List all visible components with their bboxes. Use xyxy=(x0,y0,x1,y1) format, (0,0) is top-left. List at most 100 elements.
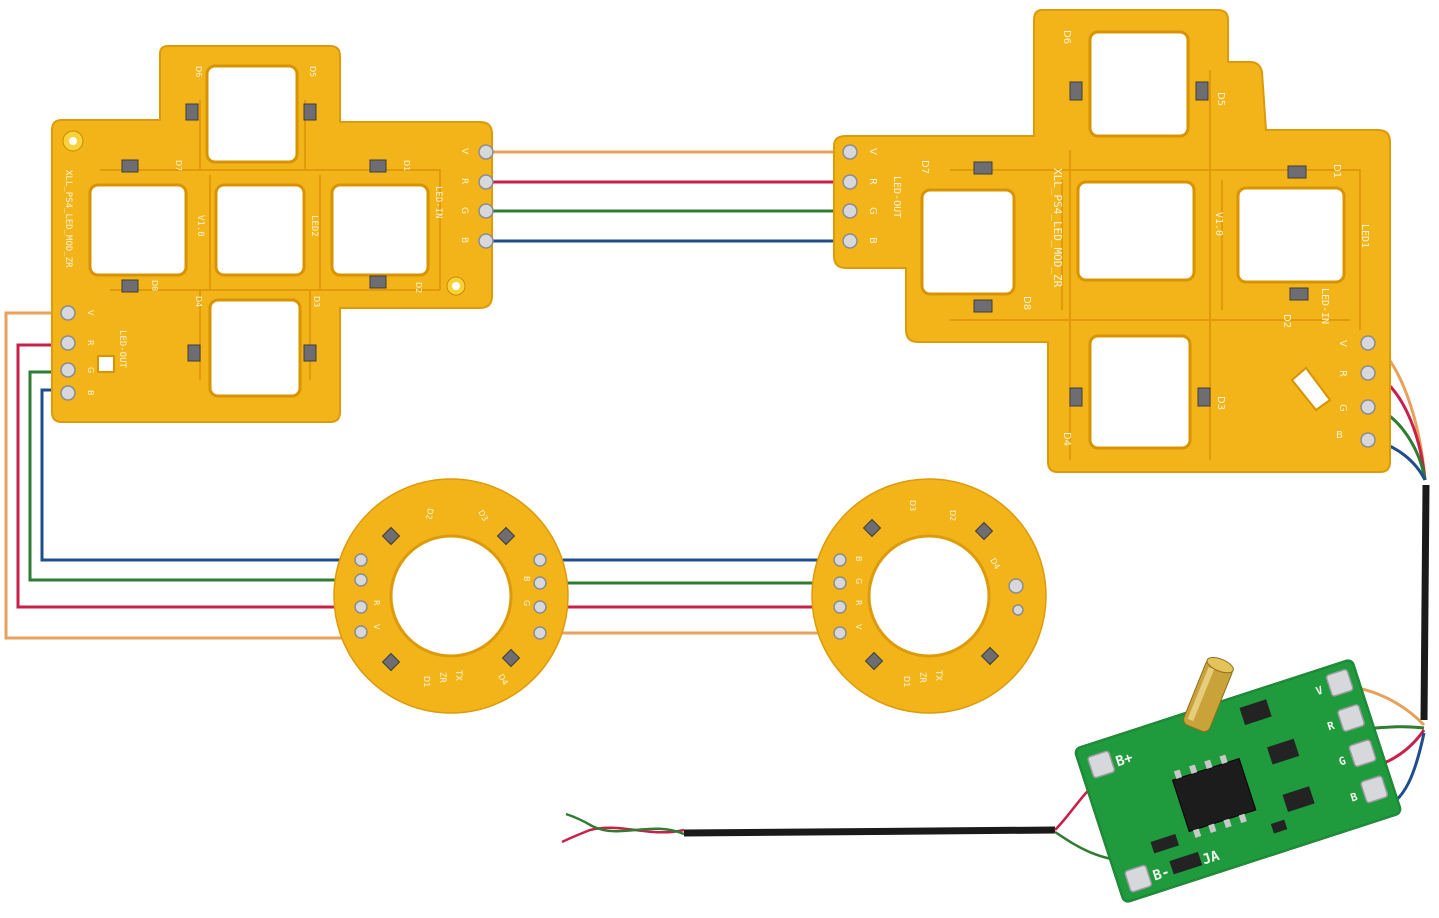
pin-label: G xyxy=(522,600,531,606)
left-board-title: XLL_PS4_LED_MOD_ZR xyxy=(63,170,73,268)
cutout-arrow xyxy=(1290,366,1332,412)
right-out-header xyxy=(842,144,858,249)
controller-board: B+ B- JA V R G B xyxy=(1074,659,1402,903)
wire-r-left xyxy=(16,343,360,609)
pin-label: V xyxy=(459,148,469,155)
led-chip xyxy=(121,279,139,293)
ring-tag: TX xyxy=(453,670,463,681)
led-chip xyxy=(1195,81,1209,101)
led-chip xyxy=(1289,287,1309,301)
cutout-right xyxy=(330,183,430,277)
led-ref: D4 xyxy=(194,296,203,307)
pin-label: R xyxy=(86,340,95,346)
led-chip xyxy=(369,159,387,173)
pin-label: V xyxy=(867,148,878,155)
led-chip xyxy=(1287,165,1307,179)
pin-label: R xyxy=(867,178,878,185)
led-chip xyxy=(1197,387,1211,407)
led-chip xyxy=(187,344,201,362)
pin-label: V xyxy=(1314,684,1325,699)
pad-b-minus: B- xyxy=(1151,864,1172,884)
cutout-left xyxy=(88,183,188,277)
cutout-center xyxy=(214,183,306,277)
led-ref: D8 xyxy=(150,280,159,291)
right-led-group xyxy=(973,81,1309,407)
led-chip xyxy=(980,646,1000,666)
cutout-up xyxy=(205,64,299,164)
right-buttons-board: XLL_PS4_LED_MOD_ZR V1.0 LED1 LED-OUT LED… xyxy=(833,9,1391,473)
led-ref: D7 xyxy=(919,160,930,174)
ic-chip xyxy=(1171,757,1257,833)
led-ref: D2 xyxy=(1281,314,1292,328)
led-chip xyxy=(381,526,401,546)
led-chip xyxy=(381,652,401,672)
cutout-down xyxy=(208,298,302,398)
left-board-in-header: LED-IN xyxy=(433,186,443,219)
led-chip xyxy=(864,651,884,671)
pad-b-plus: B+ xyxy=(1114,750,1135,770)
led-ref: D2 xyxy=(414,282,423,293)
cutout-center xyxy=(1076,180,1196,282)
left-in-header xyxy=(478,144,494,249)
ring-pads-right xyxy=(1008,578,1024,616)
pin-label: G xyxy=(854,578,863,584)
pin-label: R xyxy=(854,600,863,606)
right-board-version: V1.0 xyxy=(1213,212,1224,236)
right-board-led-label: LED1 xyxy=(1359,224,1370,248)
led-chip xyxy=(303,103,317,121)
left-dpad-board: XLL_PS4_LED_MOD_ZR V1.0 LED2 LED-IN LED-… xyxy=(51,45,494,423)
ring-pads-left xyxy=(354,553,368,639)
ring-ref: D3 xyxy=(908,500,917,511)
left-out-header xyxy=(60,305,76,401)
ring-pads-right xyxy=(533,553,547,640)
led-chip xyxy=(1069,81,1083,101)
power-cable xyxy=(683,826,1056,837)
pin-label: B xyxy=(459,237,469,243)
pin-label: B xyxy=(522,576,531,582)
capacitor-cylinder xyxy=(1183,656,1234,733)
pin-label: G xyxy=(86,367,95,373)
led-ref: D4 xyxy=(1061,432,1072,446)
pin-label: B xyxy=(1349,790,1360,805)
led-chip xyxy=(862,518,882,538)
led-chip xyxy=(369,275,387,289)
led-chip xyxy=(1069,387,1083,407)
left-board-out-header: LED-OUT xyxy=(117,330,127,369)
led-ref: D6 xyxy=(194,66,203,77)
led-chip xyxy=(974,521,994,541)
pin-label: R xyxy=(372,600,381,606)
left-board-led-label: LED2 xyxy=(309,215,319,237)
pin-label: B xyxy=(867,237,878,244)
led-ref: D1 xyxy=(402,160,411,171)
chip-label: JA xyxy=(1200,848,1222,869)
right-board-title: XLL_PS4_LED_MOD_ZR xyxy=(1051,168,1064,288)
ring-led-group xyxy=(381,526,521,672)
right-board-out-header: LED-OUT xyxy=(891,176,902,218)
pin-label: G xyxy=(459,207,469,214)
ring-ref: D1 xyxy=(422,676,431,687)
cutout-small xyxy=(97,355,115,373)
ring-ref: D2 xyxy=(424,508,435,521)
ring-pads-left xyxy=(833,553,847,640)
led-ref: D3 xyxy=(312,296,321,307)
led-chip xyxy=(185,103,199,121)
right-in-header xyxy=(1360,335,1376,448)
led-ref: D6 xyxy=(1061,30,1072,44)
right-board-in-header: LED-IN xyxy=(1319,288,1330,324)
led-chip xyxy=(303,344,317,362)
ring-led-group xyxy=(862,518,1000,671)
pin-label: G xyxy=(1337,404,1348,412)
left-board-version: V1.0 xyxy=(195,215,205,237)
ring-tag: TX xyxy=(933,670,943,681)
led-ref: D3 xyxy=(1215,396,1226,410)
cutout-triangle xyxy=(1088,30,1190,138)
pin-label: V xyxy=(86,310,95,316)
cable-right xyxy=(1420,484,1430,721)
pin-label: G xyxy=(867,207,878,215)
pin-label: R xyxy=(1337,370,1348,377)
pin-label: B xyxy=(1336,430,1343,441)
right-ring-board: ZR TX D1 D2 D3 D4 V R G B xyxy=(811,478,1047,714)
pin-label: V xyxy=(854,624,863,630)
led-chip xyxy=(496,526,516,546)
cutout-square xyxy=(920,188,1016,296)
